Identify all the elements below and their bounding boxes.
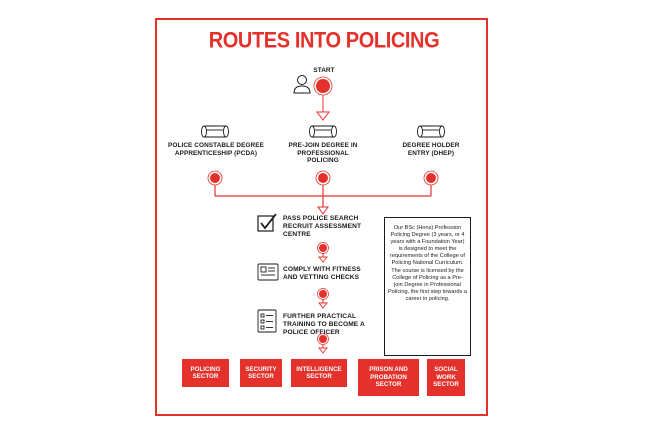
checkbox-tick-icon	[257, 213, 277, 232]
step-connector	[317, 242, 329, 263]
sector-security[interactable]: SECURITY SECTOR	[240, 359, 282, 387]
checklist-icon	[257, 309, 277, 333]
scroll-icon	[309, 125, 337, 138]
route-node-icon	[423, 170, 439, 186]
down-arrow-icon	[316, 111, 330, 121]
route-label-dhep: DEGREE HOLDER ENTRY (DHEP)	[402, 142, 460, 157]
course-info-box: Our BSc (Hons) Profession Policing Degre…	[384, 217, 471, 356]
start-label: START	[313, 67, 335, 74]
sector-prison-probation[interactable]: PRISON AND PROBATION SECTOR	[358, 359, 419, 396]
person-icon	[293, 75, 311, 94]
route-label-pcda: POLICE CONSTABLE DEGREE APPRENTICESHIP (…	[168, 142, 264, 157]
start-node-icon	[313, 76, 333, 96]
diagram-title: ROUTES INTO POLICING	[208, 28, 440, 54]
route-node-icon	[315, 170, 331, 186]
sector-policing[interactable]: POLICING SECTOR	[182, 359, 229, 387]
scroll-icon	[201, 125, 229, 138]
step-connector	[317, 288, 329, 309]
step-fitness-vetting: COMPLY WITH FITNESS AND VETTING CHECKS	[283, 266, 361, 281]
id-card-icon	[257, 263, 279, 281]
route-node-icon	[207, 170, 223, 186]
route-label-pre-join-degree: PRE-JOIN DEGREE IN PROFESSIONAL POLICING	[288, 142, 358, 165]
sector-intelligence[interactable]: INTELLIGENCE SECTOR	[291, 359, 347, 387]
step-further-training: FURTHER PRACTICAL TRAINING TO BECOME A P…	[283, 313, 365, 336]
step-assessment-centre: PASS POLICE SEARCH RECRUIT ASSESSMENT CE…	[283, 215, 362, 238]
scroll-icon	[417, 125, 445, 138]
step-connector	[317, 333, 329, 354]
sector-social-work[interactable]: SOCIAL WORK SECTOR	[427, 359, 465, 396]
